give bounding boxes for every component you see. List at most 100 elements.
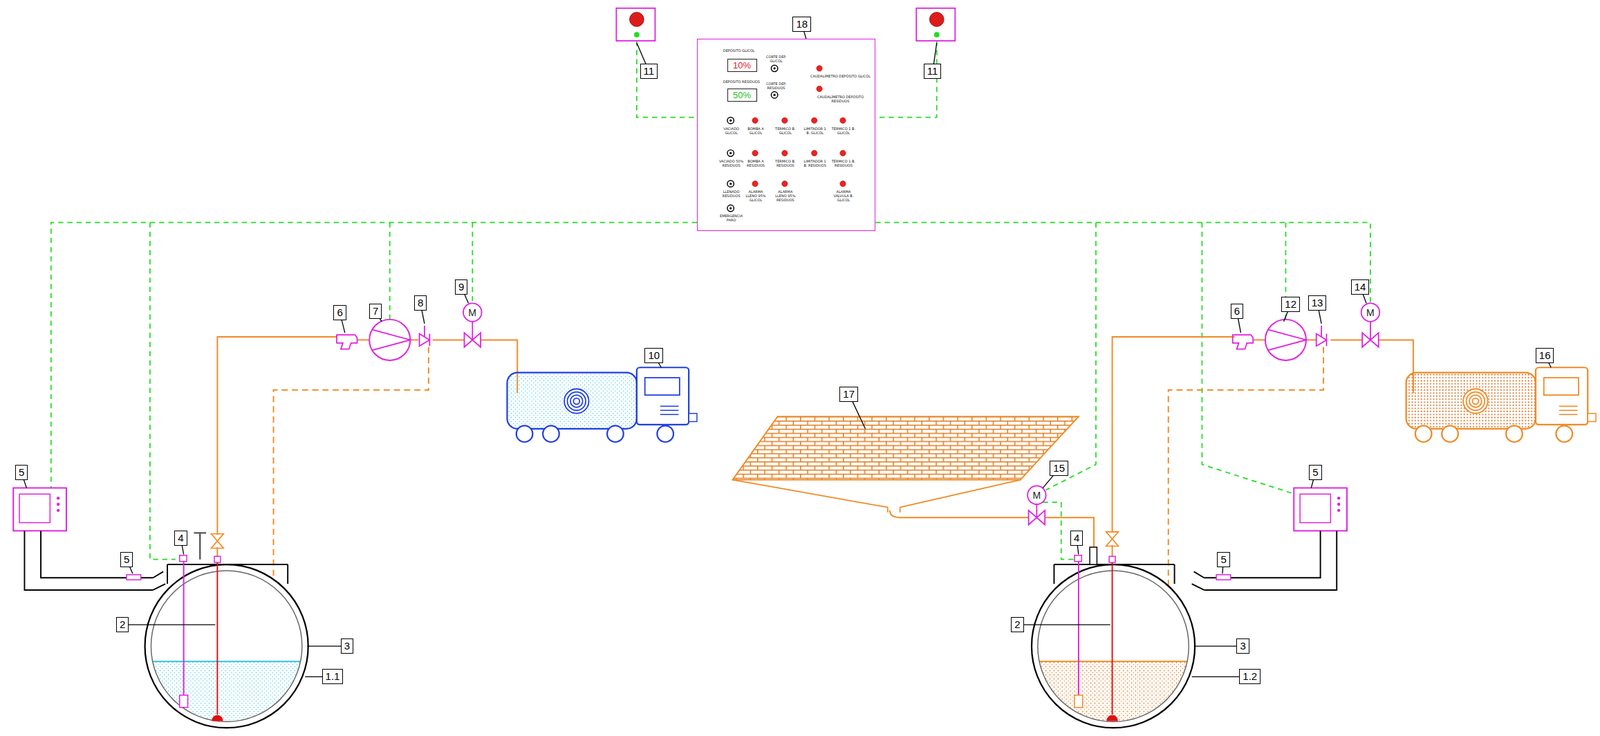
control-wire [51,222,697,489]
callout-number: 8 [414,295,427,311]
panel-label: LIMITADOR 1 B. GLICOL [802,126,827,135]
callout-number: 11 [640,63,659,79]
return-pipe [273,347,429,613]
callout-number: 6 [333,304,346,321]
probe-float [179,694,189,708]
hose-reel [1469,394,1482,408]
indicator-led [811,117,818,124]
panel-label: TÉRMICO B. RESIDUOS [773,159,798,168]
temperature-sensor [126,574,142,580]
process-pipe [217,336,337,535]
controller-button [1337,496,1341,500]
return-pipe [1168,347,1324,613]
motor-valve [1362,321,1379,348]
actuator-letter: M [1032,490,1041,500]
panel-label: ALARMA LLENO 95% GLICOL [743,189,768,202]
indicator-led [840,117,846,124]
actuator-letter: M [1366,307,1375,318]
panel-label: ALARMA LLENO 95% RESIDUOS [773,189,798,202]
tanker-tank [1406,372,1536,429]
callout-number: 13 [1308,295,1327,311]
manual-valve [211,533,225,549]
heater-controller [13,487,67,531]
tank-liquid [1037,661,1189,733]
tanker-tank [506,372,637,429]
knob-center [729,152,732,155]
panel-label: BOMBA A RESIDUOS [743,159,768,168]
truck-bumper [1587,413,1596,422]
beacon-housing [616,8,655,41]
beacon-lamp [629,12,645,27]
beacon-led [934,31,940,38]
heating-cable [24,530,153,590]
truck-wheel [542,425,560,442]
panel-label: TÉRMICO 1 B. GLICOL [831,126,856,135]
foot-valve [212,714,223,720]
hose-reel [1466,392,1486,411]
indicator-led [782,117,788,124]
truck-wheel [607,425,624,442]
indicator-led [782,150,788,156]
level-display: 10% [727,58,758,72]
callout-number: 5 [1308,464,1322,480]
callout-number: 3 [1236,638,1249,654]
motor-valve [463,321,481,348]
selector-knob [727,150,734,157]
panel-label: ALARMA VÁLVULA B. GLICOL [831,189,856,202]
beacon-led [634,31,640,38]
hose-reel [570,394,583,408]
process-pipe [432,338,465,341]
callout-number: 5 [120,551,133,567]
jacket-nozzle [152,571,166,590]
controller-screen [19,493,50,523]
indicator-led [816,65,823,72]
knob-center [729,119,732,122]
leader-line [1194,645,1244,646]
hose-reel [1463,388,1488,413]
callout-number: 18 [792,16,812,32]
callout-number: 4 [174,530,187,546]
control-wire [875,40,937,118]
selector-knob [770,91,778,99]
cab-window [645,377,680,395]
process-pipe [1044,517,1094,565]
cab-grille [660,405,679,415]
level-probe [1077,559,1080,697]
truck-bumper [688,413,697,422]
callout-number: 1.1 [322,668,344,684]
process-pipe [889,510,1029,518]
level-value: 10% [732,60,751,71]
selector-knob [770,64,778,72]
check-valve [419,325,431,347]
truck-wheel [516,425,534,442]
truck-wheel [1441,425,1459,442]
controller-button [56,508,60,512]
truck-cab [1535,367,1588,425]
tank-neck [167,564,288,584]
callout-number: 5 [1216,551,1230,567]
controller-button [56,496,60,500]
selector-knob [727,116,734,124]
knob-center [773,94,776,97]
control-wire [636,40,697,118]
process-pipe [1330,338,1363,341]
panel-label: VACIADO GLICOL [719,126,744,135]
knob-center [729,206,732,209]
hose-reel [1472,398,1479,405]
foot-valve [1107,714,1118,720]
hose-reel [573,398,580,405]
hose-reel [567,392,587,411]
truck-wheel [1556,425,1574,442]
beacon-lamp [929,12,944,27]
controller-screen [1299,493,1331,523]
control-wire [875,222,1371,304]
panel-label: TÉRMICO 1 B. RESIDUOS [831,159,856,168]
process-pipe [357,338,370,341]
vent-handle [193,532,207,559]
panel-label: CAUDALÍMETRO DEPÓSITO GLICOL [808,73,872,79]
check-valve [1316,325,1327,347]
tank-fitting [214,555,221,563]
panel-label: CAUDALÍMETRO DEPÓSITO RESIDUOS [808,94,872,104]
panel-label: DEPÓSITO GLICOL [723,48,780,53]
